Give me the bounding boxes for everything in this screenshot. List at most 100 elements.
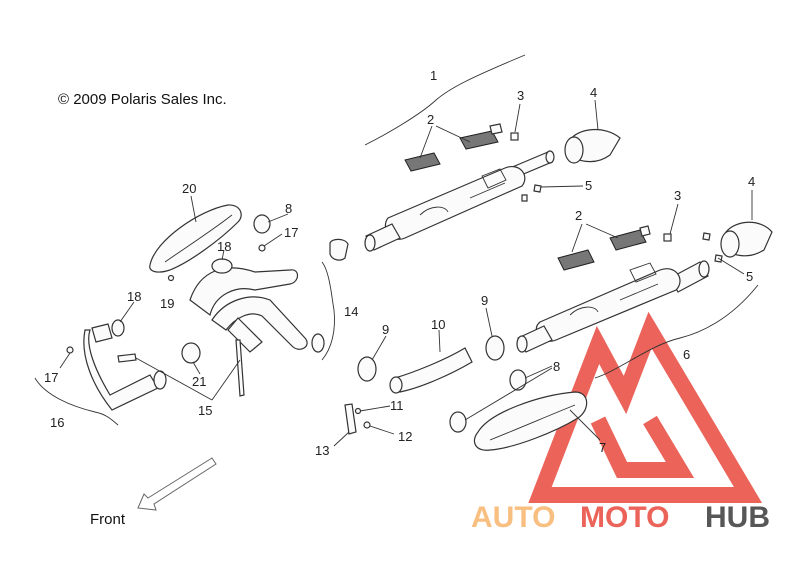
connector-pipe-body [394, 347, 473, 393]
lead-10 [438, 329, 441, 353]
callout-12: 12 [398, 429, 412, 444]
clamp-9-right-ring [485, 335, 505, 361]
callout-19: 19 [160, 296, 174, 311]
callout-9: 9 [481, 293, 488, 308]
lead-8c [267, 213, 289, 223]
lower-muffler-assembly [516, 260, 710, 353]
lower-bolt [663, 233, 672, 242]
callout-1: 1 [430, 68, 437, 83]
lower-end-cap [720, 221, 773, 258]
lead-20 [190, 195, 197, 223]
callout-14: 14 [344, 304, 358, 319]
front-arrow-icon [137, 457, 217, 511]
front-header-pipe [83, 323, 167, 411]
callout-13: 13 [315, 443, 329, 458]
callout-3: 3 [517, 88, 524, 103]
callout-4: 4 [748, 174, 755, 189]
brace-1 [364, 54, 526, 146]
lower-body-mount [629, 262, 657, 283]
lead-5b [717, 257, 745, 275]
lead-9a [371, 335, 387, 361]
bolt-19 [167, 274, 175, 282]
lead-13 [333, 431, 350, 447]
lead-21 [192, 361, 201, 375]
lead-18a [221, 249, 225, 261]
lead-9b [485, 307, 493, 337]
upper-screw-5b [521, 194, 528, 202]
upper-pad-clip [489, 123, 503, 135]
lower-pad-right [609, 229, 647, 251]
callout-11: 11 [390, 398, 404, 413]
clamp-8-lower [449, 411, 467, 433]
connector-pipe [389, 347, 473, 394]
watermark-moto: MOTO [580, 501, 669, 534]
lower-body-bracket [569, 306, 599, 316]
callout-9: 9 [382, 322, 389, 337]
upper-outlet-end [545, 150, 555, 164]
lower-inlet-end [516, 335, 528, 353]
callout-4: 4 [590, 85, 597, 100]
upper-body-mount [481, 168, 507, 189]
upper-end-cap [564, 129, 621, 164]
watermark-auto: AUTO [471, 501, 555, 534]
clamp-8-lower-ring [449, 411, 467, 433]
upper-muffler-assembly [364, 150, 555, 252]
callout-6: 6 [683, 347, 690, 362]
o2-sensor-front [117, 353, 137, 363]
callout-20: 20 [182, 181, 196, 196]
lead-4a [594, 99, 599, 131]
header-outlet-end [311, 333, 325, 353]
callout-15: 15 [198, 403, 212, 418]
header-flange [227, 317, 263, 353]
upper-cap-opening [564, 136, 584, 164]
lead-3b [669, 203, 679, 235]
watermark-hub: HUB [705, 501, 770, 534]
callout-17: 17 [44, 370, 58, 385]
upper-body-bracket [419, 206, 449, 216]
front-header-body [83, 329, 159, 411]
logo-outer-triangle [528, 311, 763, 503]
clamp-9-left-ring [357, 356, 377, 382]
lead-8b [464, 367, 553, 421]
lead-12 [369, 425, 395, 435]
upper-inlet-end [364, 234, 376, 252]
lead-18b [119, 301, 135, 323]
front-label: Front [90, 511, 126, 528]
front-header-flange [91, 323, 113, 343]
lead-3a [514, 103, 521, 133]
lower-body-slot [619, 283, 659, 301]
header-slip-clamp [329, 238, 349, 261]
heat-shield-rib [489, 404, 576, 441]
lead-8a [524, 365, 553, 379]
upper-bolt [510, 132, 519, 141]
lead-17a [59, 352, 71, 369]
automotohub-watermark: AUTO MOTO HUB [471, 311, 770, 534]
heat-shield [473, 391, 588, 451]
lead-17b [263, 233, 283, 247]
brace-14 [321, 261, 335, 361]
o2-sensor-rear [235, 339, 245, 397]
clamp-21 [181, 342, 201, 364]
lead-15a [135, 357, 213, 401]
header-pipe-lower [211, 296, 308, 350]
upper-bolt-head [510, 132, 519, 141]
lead-2b-right [585, 223, 619, 239]
bracket-bolt-11 [354, 407, 362, 415]
callout-18: 18 [127, 289, 141, 304]
callout-18: 18 [217, 239, 231, 254]
upper-pad-left [404, 152, 441, 172]
upper-screw-5a [533, 184, 542, 193]
nut-17-lower [66, 346, 74, 354]
callout-2: 2 [427, 112, 434, 127]
connector-pipe-end [389, 376, 403, 394]
upper-body-slot [469, 182, 506, 199]
copyright-text: © 2009 Polaris Sales Inc. [58, 91, 227, 108]
callout-labels: 1 2 3 4 5 2 3 4 5 6 7 8 8 9 9 10 11 12 1… [44, 68, 755, 458]
lower-screw-5a [702, 232, 711, 241]
lower-pad-left [557, 249, 595, 271]
callout-17: 17 [284, 225, 298, 240]
callout-5: 5 [746, 269, 753, 284]
header-heat-shield [149, 204, 242, 273]
